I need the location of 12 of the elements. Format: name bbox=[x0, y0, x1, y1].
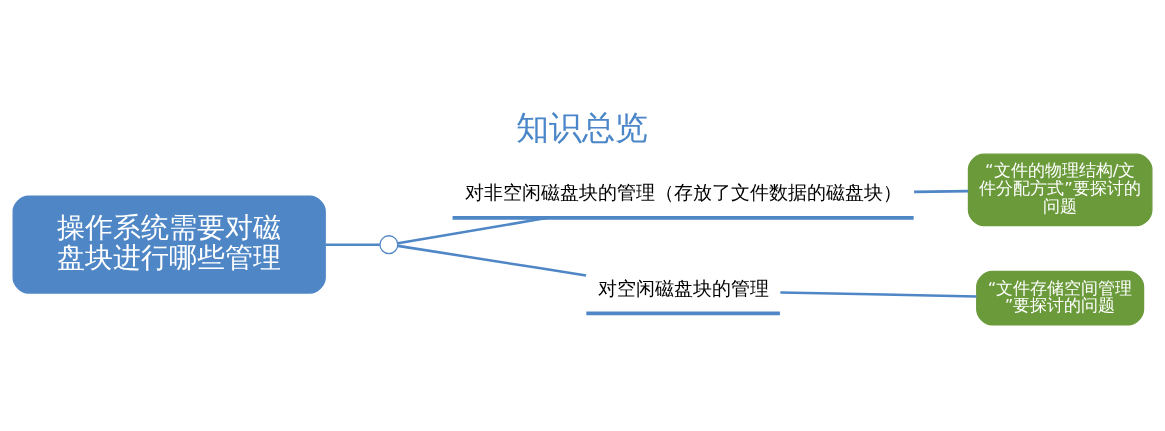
connector bbox=[914, 189, 969, 193]
node-text: 对空闲磁盘块的管理 bbox=[597, 276, 769, 300]
node-box: 操作系统需要对磁盘块进行哪些管理 bbox=[12, 195, 326, 294]
node-circle bbox=[379, 234, 399, 254]
connector bbox=[780, 290, 977, 298]
connector bbox=[397, 244, 587, 277]
node-text: 对非空闲磁盘块的管理（存放了文件数据的磁盘块） bbox=[464, 180, 902, 204]
node-box: “文件的物理结构/文件分配方式”要探讨的问题 bbox=[967, 153, 1153, 226]
node-box: “文件存储空间管理”要探讨的问题 bbox=[976, 270, 1145, 326]
connector bbox=[325, 242, 380, 246]
connector bbox=[397, 216, 548, 245]
diagram-title: 知识总览 bbox=[516, 107, 649, 147]
